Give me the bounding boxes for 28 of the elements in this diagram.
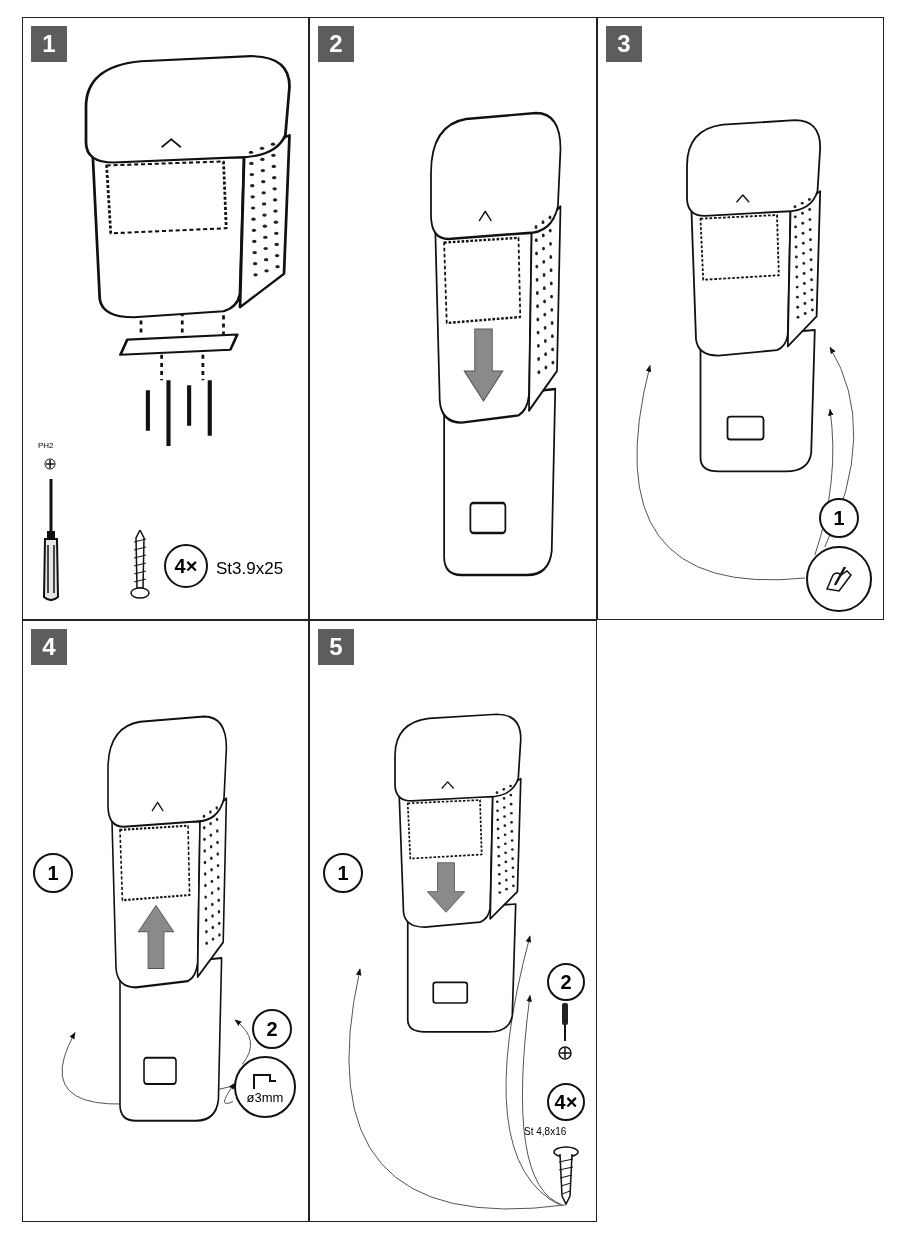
leader-line — [505, 935, 561, 1206]
step-number: 5 — [318, 629, 354, 665]
step-panel — [22, 620, 309, 1222]
callout-number: 1 — [337, 863, 349, 883]
leader-line — [636, 364, 806, 581]
step-panel — [309, 17, 597, 620]
callout-number: 2 — [266, 1019, 278, 1039]
callout-number: 4× — [174, 556, 198, 576]
spec-label: St 4,8x16 — [524, 1125, 567, 1139]
leader-line — [224, 1082, 236, 1105]
step-number: 3 — [606, 26, 642, 62]
step-panel — [22, 17, 309, 620]
leader-line — [234, 1019, 252, 1065]
step-panel — [309, 620, 597, 1222]
dimension-text: ø3mm — [246, 1090, 284, 1104]
leader-line — [348, 968, 566, 1210]
spec-label: St3.9x25 — [216, 558, 284, 580]
step-number: 2 — [318, 26, 354, 62]
leader-line — [522, 994, 563, 1206]
step-panel — [597, 17, 884, 620]
spec-label: PH2 — [38, 440, 54, 452]
screw-drawing — [553, 1146, 579, 1206]
callout-number: 2 — [560, 972, 572, 992]
callout-number: 1 — [833, 508, 845, 528]
callout-number: 4× — [554, 1092, 578, 1112]
callout-number: 1 — [47, 863, 59, 883]
step-number: 4 — [31, 629, 67, 665]
step-number: 1 — [31, 26, 67, 62]
